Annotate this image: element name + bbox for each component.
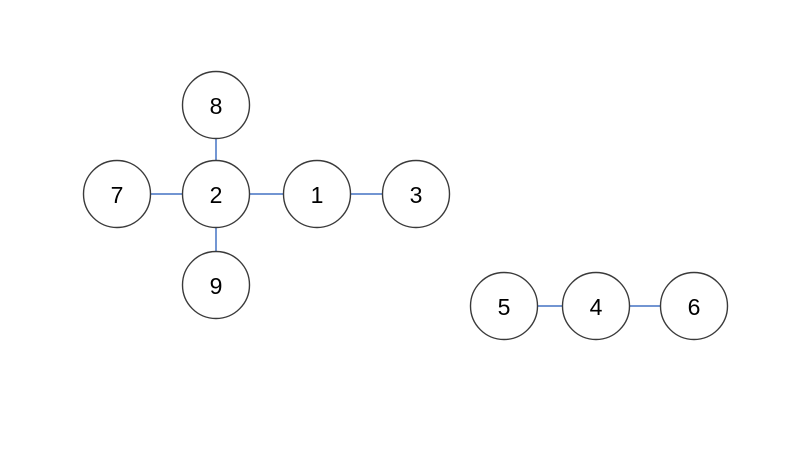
node-circle-1[interactable] [282,159,352,229]
node-label-9: 9 [210,273,223,299]
graph-node-5[interactable]: 5 [469,271,539,341]
graph-node-7[interactable]: 7 [82,159,152,229]
node-label-8: 8 [210,93,223,119]
node-circle-6[interactable] [659,271,729,341]
graph-node-6[interactable]: 6 [659,271,729,341]
node-circle-9[interactable] [181,250,251,320]
node-label-1: 1 [311,182,324,208]
node-circle-4[interactable] [561,271,631,341]
graph-node-3[interactable]: 3 [381,159,451,229]
graph-node-2[interactable]: 2 [181,159,251,229]
node-circle-5[interactable] [469,271,539,341]
node-circle-8[interactable] [181,70,251,140]
node-label-2: 2 [210,182,223,208]
graph-node-9[interactable]: 9 [181,250,251,320]
graph-node-4[interactable]: 4 [561,271,631,341]
graph-node-1[interactable]: 1 [282,159,352,229]
node-label-3: 3 [410,182,423,208]
node-label-7: 7 [111,182,124,208]
node-label-4: 4 [590,294,603,320]
edges-layer [151,138,660,307]
node-label-6: 6 [688,294,701,320]
node-circle-2[interactable] [181,159,251,229]
node-circle-7[interactable] [82,159,152,229]
graph-node-8[interactable]: 8 [181,70,251,140]
node-label-5: 5 [498,294,511,320]
node-circle-3[interactable] [381,159,451,229]
